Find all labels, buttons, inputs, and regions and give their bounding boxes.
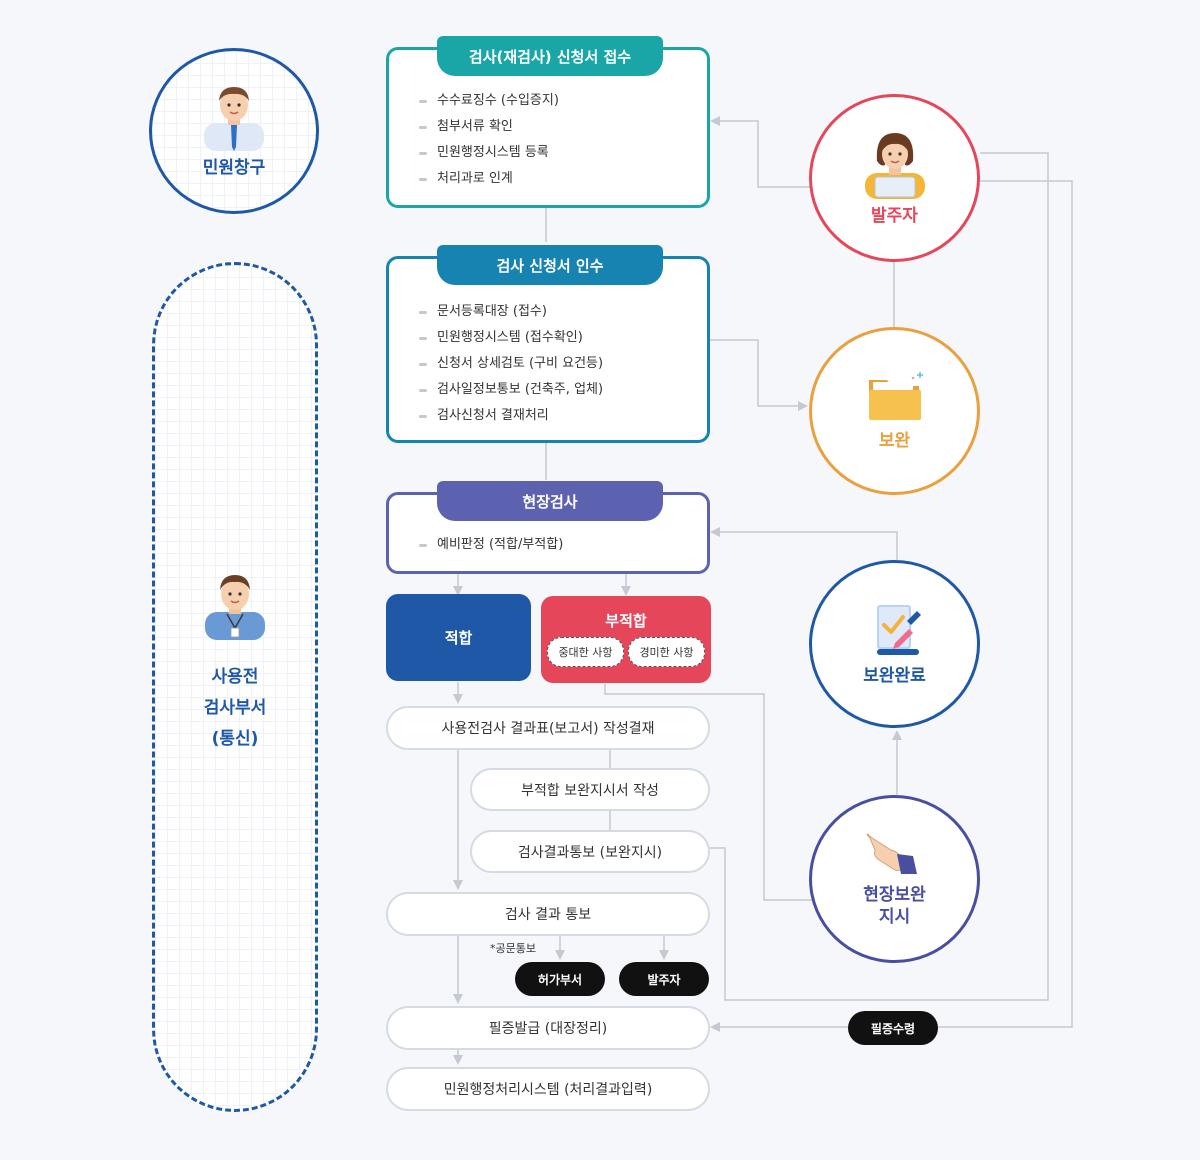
client-tag: 발주자 <box>619 962 709 996</box>
step3-title: 현장검사 <box>437 481 663 521</box>
onsite-supplement-actor: 현장보완 지시 <box>809 795 980 963</box>
pass-label: 적합 <box>444 629 473 647</box>
dept-label-1: 사용전 <box>211 667 259 687</box>
list-item: 검사일정보통보 (건축주, 업체) <box>419 377 603 403</box>
onsite-label-1: 현장보완 <box>863 885 926 905</box>
supplement-done-actor: 보완완료 <box>809 560 980 728</box>
onsite-label-2: 지시 <box>878 907 911 927</box>
list-item: 검사신청서 결재처리 <box>419 403 603 429</box>
list-item: 민원행정시스템 등록 <box>419 140 559 166</box>
step2-box: 검사 신청서 인수 문서등록대장 (접수) 민원행정시스템 (접수확인) 신청서… <box>386 245 710 443</box>
dept-lane <box>152 262 318 1112</box>
supplement-label: 보완 <box>878 431 911 451</box>
dept-label-3: (통신) <box>211 729 259 749</box>
official-note: *공문통보 <box>490 942 536 955</box>
dept-label-2: 검사부서 <box>203 698 267 718</box>
list-item: 신청서 상세검토 (구비 요건등) <box>419 351 603 377</box>
list-item: 첨부서류 확인 <box>419 114 559 140</box>
list-item: 처리과로 인계 <box>419 166 559 192</box>
clerk-man-icon <box>204 87 264 151</box>
list-item: 수수료징수 (수입증지) <box>419 88 559 114</box>
step3-list: 예비판정 (적합/부적합) <box>419 532 563 558</box>
fail-minor-tag: 경미한 사항 <box>628 637 705 667</box>
fail-instruction-step: 부적합 보완지시서 작성 <box>470 768 710 811</box>
client-actor: 발주자 <box>809 94 980 262</box>
certificate-step: 필증발급 (대장정리) <box>386 1006 710 1050</box>
fail-major-tag: 중대한 사항 <box>547 637 624 667</box>
result-notice-step: 검사 결과 통보 <box>386 892 710 936</box>
supplement-done-label: 보완완료 <box>863 666 926 686</box>
list-item: 민원행정시스템 (접수확인) <box>419 325 603 351</box>
client-label: 발주자 <box>871 206 918 226</box>
report-step: 사용전검사 결과표(보고서) 작성결재 <box>386 706 710 750</box>
step1-list: 수수료징수 (수입증지) 첨부서류 확인 민원행정시스템 등록 처리과로 인계 <box>419 88 559 192</box>
fail-label: 부적합 <box>605 612 647 630</box>
result-notice-supp-step: 검사결과통보 (보완지시) <box>470 830 710 873</box>
window-label: 민원창구 <box>202 158 266 178</box>
folder-icon <box>868 372 923 420</box>
step1-title: 검사(재검사) 신청서 접수 <box>437 36 663 76</box>
step2-title: 검사 신청서 인수 <box>437 245 663 285</box>
step3-box: 현장검사 예비판정 (적합/부적합) <box>386 481 710 574</box>
step1-box: 검사(재검사) 신청서 접수 수수료징수 (수입증지) 첨부서류 확인 민원행정… <box>386 36 710 208</box>
dept-actor: 사용전 검사부서 (통신) <box>152 570 318 755</box>
certificate-receipt-tag: 필증수령 <box>848 1011 938 1045</box>
step2-list: 문서등록대장 (접수) 민원행정시스템 (접수확인) 신청서 상세검토 (구비 … <box>419 299 603 429</box>
pointing-hand-icon <box>865 833 917 874</box>
client-woman-icon <box>864 133 925 199</box>
pass-box: 적합 <box>386 594 531 681</box>
document-check-icon <box>876 605 921 655</box>
window-actor: 민원창구 <box>149 48 319 214</box>
list-item: 문서등록대장 (접수) <box>419 299 603 325</box>
fail-box: 부적합 중대한 사항 경미한 사항 <box>541 596 711 683</box>
inspector-man-icon <box>205 575 265 640</box>
system-entry-step: 민원행정처리시스템 (처리결과입력) <box>386 1067 710 1111</box>
permit-dept-tag: 허가부서 <box>515 962 605 996</box>
list-item: 예비판정 (적합/부적합) <box>419 532 563 558</box>
supplement-actor: 보완 <box>809 327 980 495</box>
